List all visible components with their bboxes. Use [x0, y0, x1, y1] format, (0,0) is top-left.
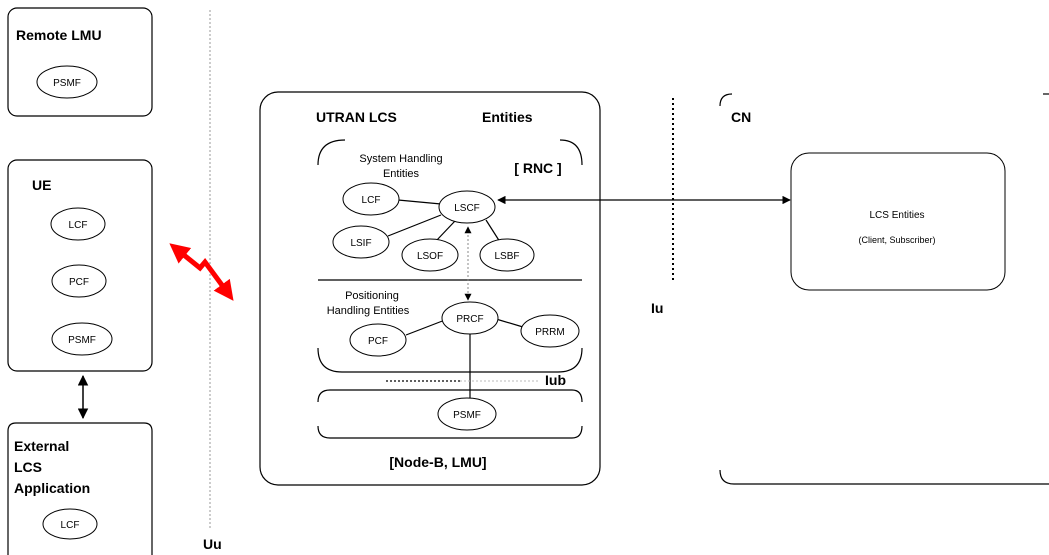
system-handling-label-line2: Entities [383, 168, 420, 180]
external-app-title-line2: LCS [14, 459, 42, 475]
lscf-entity: LSCF [438, 190, 496, 224]
prcf-label: PRCF [456, 314, 483, 325]
radio-link-arrow [169, 243, 234, 301]
prcf-entity: PRCF [441, 301, 499, 335]
ue-psmf-entity: PSMF [51, 322, 113, 356]
utran-title-entities: Entities [482, 109, 533, 125]
ue-pcf-label: PCF [69, 277, 89, 288]
node-b-region [317, 389, 583, 439]
lsbf-label: LSBF [494, 251, 519, 262]
system-handling-label-line1: System Handling [359, 153, 442, 165]
node-psmf-entity: PSMF [437, 397, 497, 431]
cn-box: CN [719, 93, 1049, 485]
rnc-region: System Handling Entities [ RNC ] [317, 139, 583, 180]
prrm-entity: PRRM [520, 314, 580, 348]
node-b-lmu-label: [Node-B, LMU] [389, 454, 486, 470]
prrm-label: PRRM [535, 327, 564, 338]
cn-title: CN [731, 109, 751, 125]
ue-psmf-label: PSMF [68, 335, 96, 346]
lsif-label: LSIF [350, 238, 371, 249]
lscf-label: LSCF [454, 203, 480, 214]
ue-box: UE LCF PCF PSMF [7, 159, 153, 372]
positioning-region: Positioning Handling Entities [317, 290, 583, 373]
positioning-label-line2: Handling Entities [327, 305, 410, 317]
positioning-label-line1: Positioning [345, 290, 399, 302]
utran-title: UTRAN LCS [316, 109, 397, 125]
rnc-label: [ RNC ] [514, 160, 561, 176]
lcf-lscf-link [397, 199, 442, 205]
external-lcs-application-box: External LCS Application LCF [7, 422, 153, 555]
lsif-lscf-link [387, 214, 442, 237]
utran-lcs-box: UTRAN LCS Entities System Handling Entit… [259, 91, 601, 486]
iu-label: Iu [651, 300, 663, 316]
ue-title: UE [32, 177, 51, 193]
node-psmf-label: PSMF [453, 410, 481, 421]
lcf-label: LCF [362, 195, 381, 206]
lsof-lscf-link [435, 220, 456, 242]
external-app-title-line3: Application [14, 480, 90, 496]
ue-lcf-entity: LCF [50, 207, 106, 241]
pcf-prcf-link [405, 319, 446, 336]
lcs-entities-box: LCS Entities (Client, Subscriber) [790, 152, 1006, 291]
remote-lmu-psmf-entity: PSMF [36, 65, 98, 99]
external-app-title-line1: External [14, 438, 69, 454]
pcf-entity: PCF [349, 323, 407, 357]
remote-lmu-title: Remote LMU [16, 27, 102, 43]
remote-lmu-psmf-label: PSMF [53, 78, 81, 89]
lcs-entities-subtitle: (Client, Subscriber) [858, 235, 935, 245]
external-app-lcf-label: LCF [61, 520, 80, 531]
iub-label: Iub [545, 372, 566, 388]
lsbf-entity: LSBF [479, 238, 535, 272]
lcf-entity: LCF [342, 182, 400, 216]
lsof-label: LSOF [417, 251, 443, 262]
lcs-entities-title: LCS Entities [869, 210, 924, 221]
lsbf-lscf-link [485, 219, 501, 243]
ue-pcf-entity: PCF [51, 264, 107, 298]
remote-lmu-box: Remote LMU PSMF [7, 7, 153, 117]
ue-lcf-label: LCF [69, 220, 88, 231]
external-app-lcf-entity: LCF [42, 508, 98, 540]
uu-label: Uu [203, 536, 222, 552]
lsif-entity: LSIF [332, 225, 390, 259]
prcf-prrm-link [495, 318, 524, 328]
lsof-entity: LSOF [401, 238, 459, 272]
pcf-label: PCF [368, 336, 388, 347]
